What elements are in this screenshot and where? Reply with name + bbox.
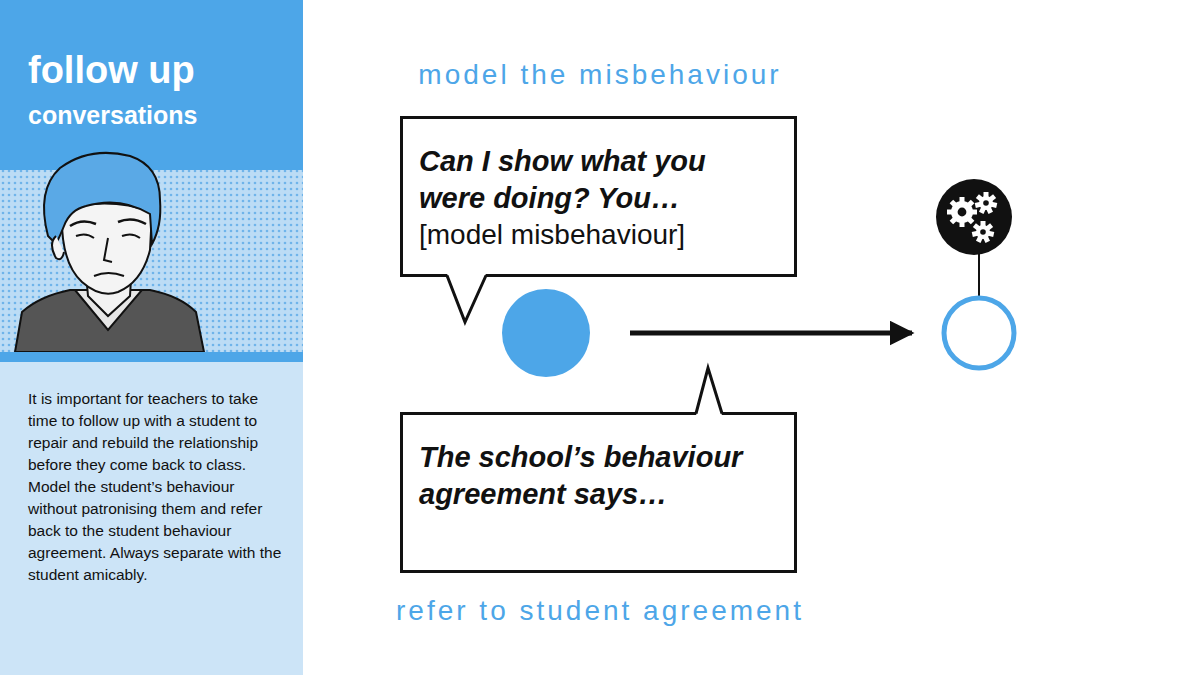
student-ring [944, 298, 1014, 368]
speech-bubble: Can I show what you were doing? You…[mod… [400, 116, 797, 277]
panel-note: It is important for teachers to take tim… [28, 388, 286, 586]
step-heading: model the misbehaviour [418, 58, 781, 92]
tail-fill [696, 368, 722, 416]
text-panel [0, 352, 303, 675]
tail-outline [447, 276, 486, 323]
speech-text: Can I show what you were doing? You… [419, 143, 778, 217]
panel-subtitle: conversations [28, 100, 198, 130]
title-band [0, 0, 303, 170]
teacher-illustration [15, 153, 204, 352]
speech-text: The school’s behaviour agreement says… [419, 439, 778, 513]
speech-bubble: The school’s behaviour agreement says… [400, 412, 797, 573]
teacher-dot [502, 289, 590, 377]
gear-badge [936, 179, 1012, 255]
stem-line [978, 250, 980, 300]
tail-outline [696, 368, 722, 414]
desk-bar [0, 352, 303, 362]
tail-fill [447, 274, 486, 323]
speech-note: [model misbehaviour] [419, 217, 778, 253]
flow-arrow [630, 331, 912, 336]
panel-title: follow up [28, 48, 195, 92]
step-heading: refer to student agreement [396, 594, 804, 628]
gear-icon [947, 192, 997, 243]
